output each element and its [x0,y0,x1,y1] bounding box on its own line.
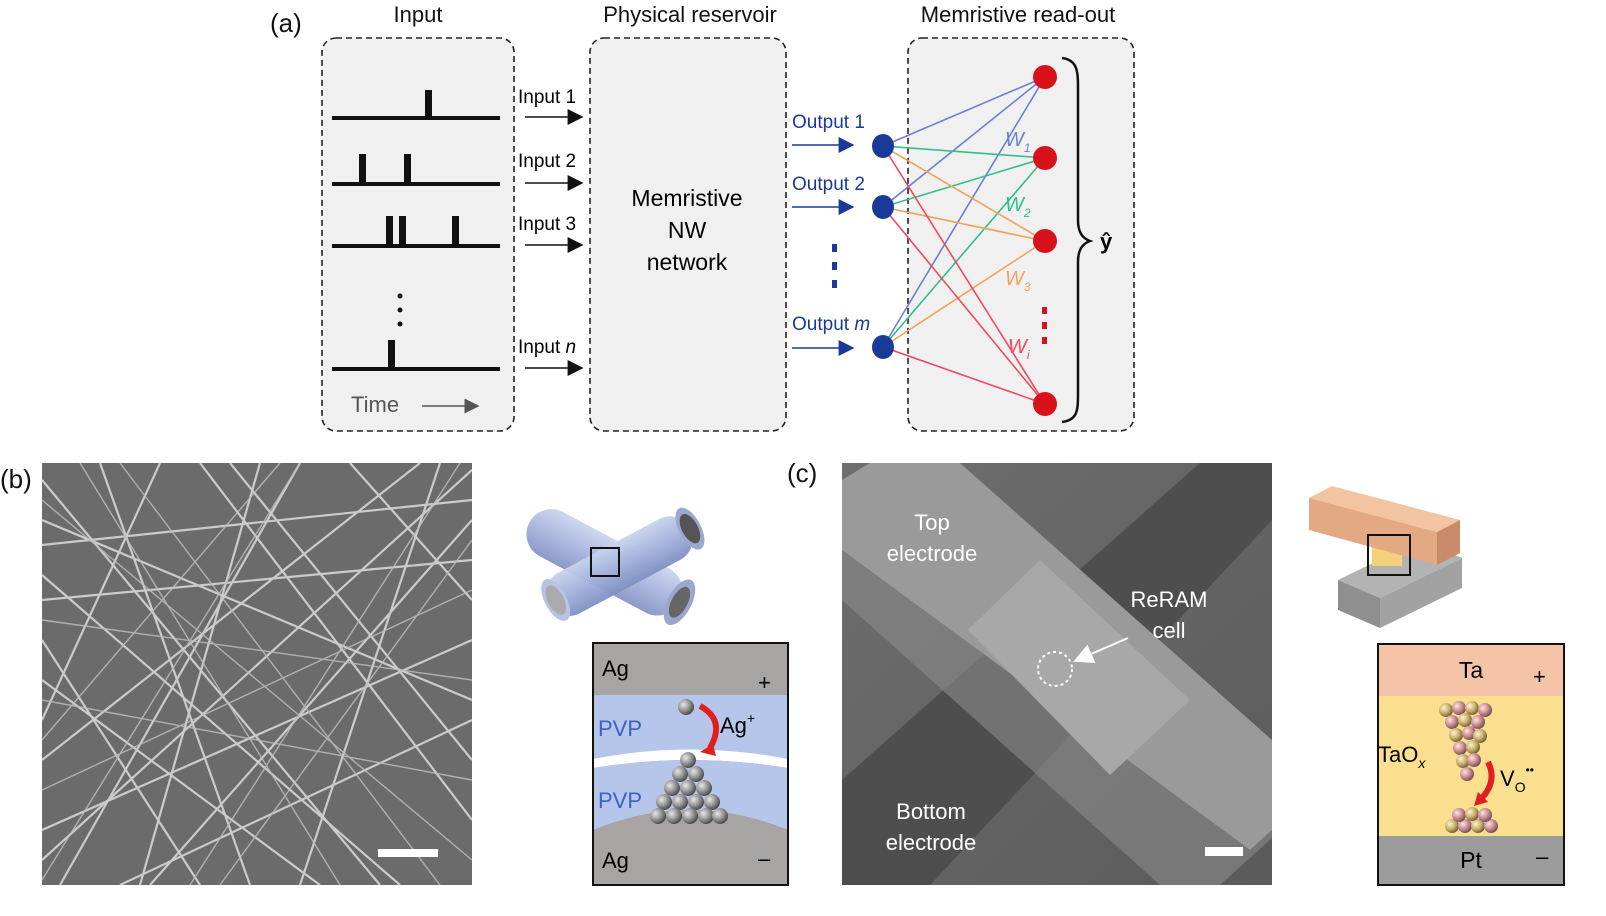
readout-title: Memristive read-out [921,2,1115,27]
weight-connections [882,76,1046,405]
reservoir-title: Physical reservoir [603,2,777,27]
input-1-label: Input 1 [518,87,576,108]
output-ellipsis [832,244,837,288]
nanowire-sem-image [42,463,472,885]
ta-plus: + [1533,664,1546,689]
pt-label: Pt [1460,847,1482,873]
readout-nodes [1033,65,1057,416]
reram-label-1: ReRAM [1130,587,1207,612]
weight-2-label: W2 [1005,194,1031,220]
output-2-label: Output 2 [792,174,865,195]
ag-ion-label: Ag+ [720,710,755,738]
input-box [321,37,515,432]
ag-top-plus: + [758,670,771,695]
panel-a-label: (a) [270,8,302,38]
ag-bottom-minus: – [758,846,771,871]
crossed-nanowires-illustration [526,507,705,626]
top-electrode-label-1: Top [914,510,949,535]
weight-1-label: W1 [1005,129,1031,155]
input-n-label: Input n [518,337,576,358]
ag-bottom-label: Ag [602,848,629,873]
pvp-bottom-label: PVP [598,788,642,813]
reservoir-box [589,37,787,432]
ta-label: Ta [1459,657,1484,683]
scale-bar-c [1205,847,1243,856]
spike-trains [332,90,500,371]
readout-ellipsis [1042,307,1047,344]
output-m-label: Output m [792,314,870,335]
reservoir-line-3: network [647,249,728,275]
crossbar-sem-image [842,463,1272,885]
input-3-label: Input 3 [518,214,576,235]
ag-top-label: Ag [602,656,629,681]
top-electrode-label-2: electrode [887,541,978,566]
pt-minus: – [1536,844,1549,869]
ta-taox-pt-schematic [1377,643,1565,886]
scale-bar-b [378,849,438,857]
panel-b-label: (b) [0,464,32,494]
reservoir-line-1: Memristive [631,185,742,211]
output-arrows [792,137,855,356]
time-label: Time [351,392,399,417]
weight-3-label: W3 [1005,268,1031,294]
panel-c-label: (c) [787,458,817,488]
taox-label: TaOx [1378,742,1426,771]
bottom-electrode-label-1: Bottom [896,799,966,824]
pvp-top-label: PVP [598,716,642,741]
input-arrows [525,109,584,376]
yhat-label: ŷ [1100,229,1113,254]
weight-i-label: Wi [1008,336,1030,362]
output-nodes [872,134,894,359]
input-title: Input [394,2,443,27]
input-2-label: Input 2 [518,151,576,172]
bottom-electrode-label-2: electrode [886,830,977,855]
reram-label-2: cell [1152,618,1185,643]
vo-label: VO•• [1500,763,1534,795]
crossbar-device-illustration [1309,486,1462,628]
output-brace [1061,56,1094,424]
input-ellipsis [397,293,403,327]
reservoir-line-2: NW [668,217,707,243]
ag-pvp-schematic [592,642,789,886]
output-1-label: Output 1 [792,112,865,133]
